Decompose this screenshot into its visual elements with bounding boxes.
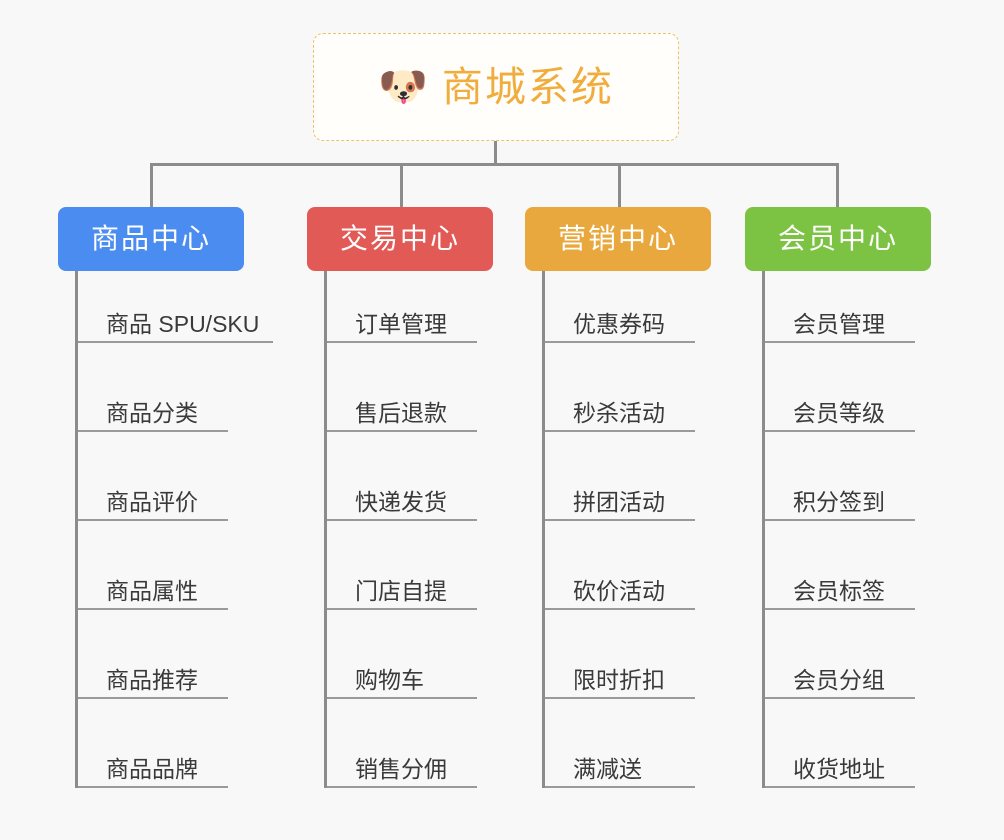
leaf-label: 会员分组 — [793, 666, 885, 693]
leaf-item[interactable]: 快递发货 — [327, 432, 477, 521]
leaf-label: 门店自提 — [355, 577, 447, 604]
branch-header-product-center[interactable]: 商品中心 — [58, 207, 244, 271]
leaf-item[interactable]: 会员分组 — [765, 610, 915, 699]
connector-drop-1 — [150, 163, 153, 208]
leaf-label: 收货地址 — [793, 755, 885, 782]
leaf-list-marketing-center: 优惠券码 秒杀活动 拼团活动 砍价活动 限时折扣 满减送 — [542, 271, 711, 788]
leaf-label: 限时折扣 — [573, 666, 665, 693]
connector-root-stem — [494, 141, 497, 165]
branch-header-label: 商品中心 — [90, 223, 211, 254]
leaf-label: 会员管理 — [793, 310, 885, 337]
leaf-item[interactable]: 满减送 — [545, 699, 695, 788]
leaf-label: 销售分佣 — [355, 755, 447, 782]
leaf-label: 商品分类 — [106, 399, 198, 426]
leaf-label: 商品评价 — [106, 488, 198, 515]
leaf-label: 满减送 — [573, 755, 642, 782]
leaf-label: 砍价活动 — [573, 577, 665, 604]
dog-face-icon: 🐶 — [378, 65, 428, 109]
leaf-item[interactable]: 拼团活动 — [545, 432, 695, 521]
leaf-item[interactable]: 秒杀活动 — [545, 343, 695, 432]
leaf-list-trade-center: 订单管理 售后退款 快递发货 门店自提 购物车 销售分佣 — [324, 271, 493, 788]
leaf-item[interactable]: 销售分佣 — [327, 699, 477, 788]
connector-drop-2 — [400, 163, 403, 208]
leaf-item[interactable]: 商品 SPU/SKU — [78, 271, 274, 343]
leaf-item[interactable]: 会员标签 — [765, 521, 915, 610]
leaf-item[interactable]: 收货地址 — [765, 699, 915, 788]
leaf-label: 订单管理 — [355, 310, 447, 337]
leaf-item[interactable]: 购物车 — [327, 610, 477, 699]
leaf-label: 优惠券码 — [573, 310, 665, 337]
leaf-item[interactable]: 门店自提 — [327, 521, 477, 610]
leaf-label: 商品推荐 — [106, 666, 198, 693]
leaf-item[interactable]: 砍价活动 — [545, 521, 695, 610]
leaf-label: 会员等级 — [793, 399, 885, 426]
leaf-label: 商品属性 — [106, 577, 198, 604]
leaf-item[interactable]: 订单管理 — [327, 271, 477, 343]
branch-member-center: 会员中心 会员管理 会员等级 积分签到 会员标签 会员分组 收货地址 — [745, 207, 931, 788]
branch-trade-center: 交易中心 订单管理 售后退款 快递发货 门店自提 购物车 销售分佣 — [307, 207, 493, 788]
connector-drop-4 — [836, 163, 839, 208]
connector-horizontal-bus — [150, 163, 838, 166]
leaf-label: 快递发货 — [355, 488, 447, 515]
leaf-label: 商品品牌 — [106, 755, 198, 782]
leaf-label: 积分签到 — [793, 488, 885, 515]
leaf-item[interactable]: 会员等级 — [765, 343, 915, 432]
branch-header-marketing-center[interactable]: 营销中心 — [525, 207, 711, 271]
leaf-list-member-center: 会员管理 会员等级 积分签到 会员标签 会员分组 收货地址 — [762, 271, 931, 788]
branch-product-center: 商品中心 商品 SPU/SKU 商品分类 商品评价 商品属性 商品推荐 商品品牌 — [58, 207, 274, 788]
branch-marketing-center: 营销中心 优惠券码 秒杀活动 拼团活动 砍价活动 限时折扣 满减送 — [525, 207, 711, 788]
branch-header-label: 会员中心 — [777, 223, 898, 254]
root-node[interactable]: 🐶 商城系统 — [313, 33, 679, 141]
leaf-list-product-center: 商品 SPU/SKU 商品分类 商品评价 商品属性 商品推荐 商品品牌 — [75, 271, 274, 788]
leaf-item[interactable]: 积分签到 — [765, 432, 915, 521]
branch-header-trade-center[interactable]: 交易中心 — [307, 207, 493, 271]
branch-header-member-center[interactable]: 会员中心 — [745, 207, 931, 271]
root-title: 商城系统 — [441, 63, 614, 110]
leaf-item[interactable]: 限时折扣 — [545, 610, 695, 699]
leaf-label: 商品 SPU/SKU — [106, 310, 260, 337]
leaf-label: 购物车 — [355, 666, 424, 693]
leaf-item[interactable]: 商品评价 — [78, 432, 228, 521]
leaf-item[interactable]: 会员管理 — [765, 271, 915, 343]
leaf-label: 秒杀活动 — [573, 399, 665, 426]
branch-header-label: 营销中心 — [557, 223, 678, 254]
leaf-item[interactable]: 商品分类 — [78, 343, 228, 432]
leaf-item[interactable]: 商品推荐 — [78, 610, 228, 699]
leaf-item[interactable]: 售后退款 — [327, 343, 477, 432]
leaf-item[interactable]: 优惠券码 — [545, 271, 695, 343]
branch-header-label: 交易中心 — [339, 223, 460, 254]
leaf-item[interactable]: 商品属性 — [78, 521, 228, 610]
leaf-label: 拼团活动 — [573, 488, 665, 515]
leaf-label: 售后退款 — [355, 399, 447, 426]
leaf-item[interactable]: 商品品牌 — [78, 699, 228, 788]
connector-drop-3 — [618, 163, 621, 208]
leaf-label: 会员标签 — [793, 577, 885, 604]
